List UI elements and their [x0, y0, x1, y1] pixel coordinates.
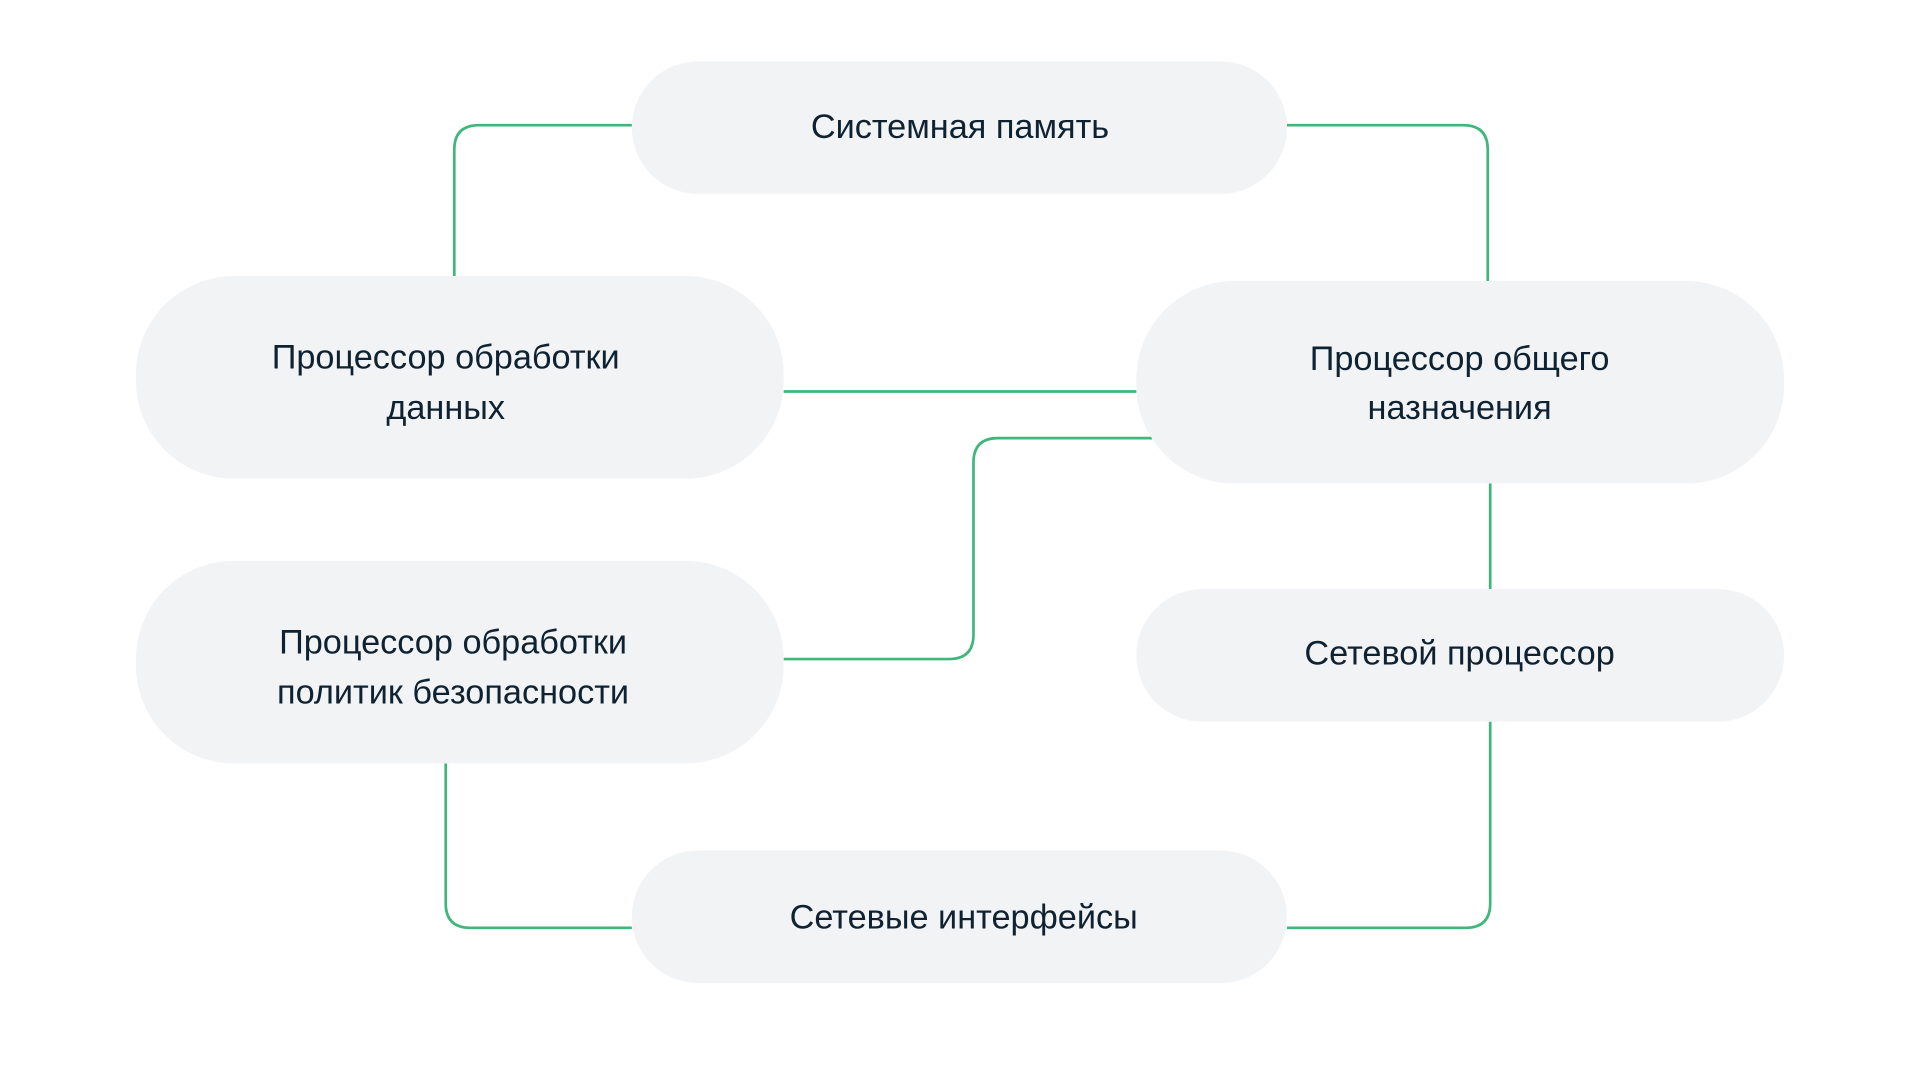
edge-memory-data: [452, 123, 632, 277]
node-label: Процессор обработки: [272, 339, 620, 377]
node-label: Процессор общего: [1310, 340, 1610, 378]
node-network-interfaces[interactable]: Сетевые интерфейсы: [631, 850, 1287, 984]
node-general-processor[interactable]: Процессор общего назначения: [1136, 281, 1785, 484]
node-security-processor[interactable]: Процессор обработки политик безопасности: [135, 560, 784, 764]
node-label: Процессор обработки: [279, 623, 627, 661]
node-label: Сетевые интерфейсы: [790, 898, 1138, 936]
node-label: политик безопасности: [277, 674, 629, 712]
node-label: Сетевой процессор: [1304, 634, 1614, 672]
edges: [444, 123, 1492, 930]
edge-network-interfaces: [1286, 721, 1492, 930]
node-system-memory[interactable]: Системная память: [631, 61, 1287, 194]
node-label: назначения: [1368, 389, 1552, 427]
edge-memory-general: [1286, 123, 1490, 282]
edge-general-security: [783, 436, 1153, 661]
node-label: данных: [386, 389, 505, 427]
node-data-processor[interactable]: Процессор обработки данных: [135, 276, 784, 479]
node-label: Системная память: [811, 108, 1109, 146]
edge-security-interfaces: [444, 763, 632, 930]
node-network-processor[interactable]: Сетевой процессор: [1136, 589, 1785, 722]
